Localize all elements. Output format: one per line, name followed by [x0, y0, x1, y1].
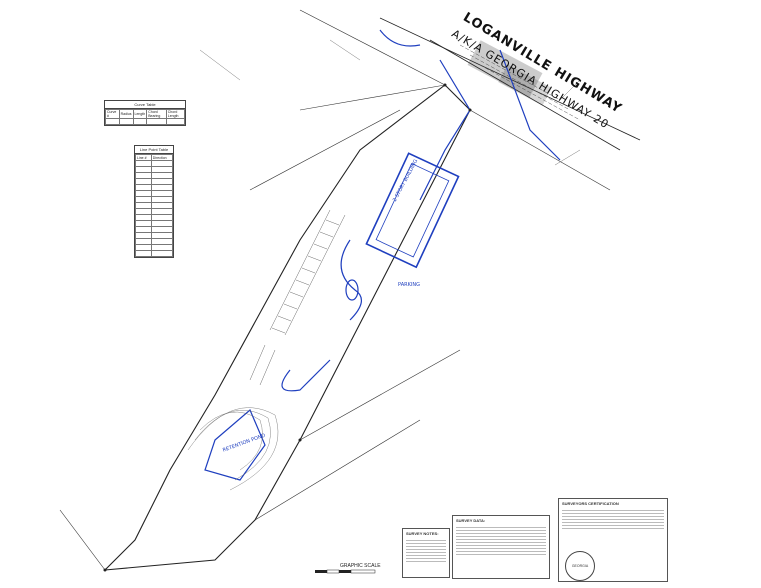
graphic-scale-label: GRAPHIC SCALE	[340, 563, 381, 569]
curve-table-header: Radius	[118, 109, 134, 119]
curve-table-title: Curve Table	[105, 101, 185, 109]
curve-table-header: Chord Length	[165, 109, 186, 119]
blue-markup	[204, 29, 561, 481]
leader-lines	[199, 39, 581, 166]
curve-table-header: Length	[132, 109, 148, 119]
line-table: Line Point Table Line # Direction	[134, 145, 174, 258]
curve-table-header: Chord Bearing	[146, 109, 167, 119]
highway-right-of-way	[379, 17, 641, 151]
property-line	[299, 84, 446, 111]
survey-notes-title: SURVEY NOTES:	[406, 531, 439, 536]
line-table-title: Line Point Table	[135, 146, 173, 154]
parking-note: PARKING	[398, 282, 420, 288]
parcel-boundary	[103, 84, 471, 571]
surveyor-seal: GEORGIA	[565, 551, 595, 581]
seal-text: GEORGIA	[571, 564, 589, 568]
property-line	[254, 419, 421, 521]
curve-table: Curve Table Curve # Radius Length Chord …	[104, 100, 186, 126]
curve-table-header: Curve #	[105, 109, 120, 119]
property-corner-marker	[103, 83, 472, 572]
table-row	[105, 118, 186, 125]
contour-lines	[187, 407, 279, 491]
table-row	[135, 250, 174, 257]
property-line	[299, 9, 446, 86]
surveyor-certification-box: SURVEYORS CERTIFICATION GEORGIA	[558, 498, 668, 582]
surveyor-certification-title: SURVEYORS CERTIFICATION	[562, 501, 619, 506]
property-line	[299, 349, 461, 441]
property-line	[469, 109, 611, 191]
property-line	[59, 509, 106, 571]
property-line	[249, 109, 401, 191]
parking-stalls	[249, 209, 346, 386]
survey-data-box: SURVEY DATA:	[452, 515, 550, 579]
survey-notes-box: SURVEY NOTES:	[402, 528, 450, 578]
graphic-scale-bar	[315, 569, 376, 574]
survey-data-title: SURVEY DATA:	[456, 518, 486, 523]
